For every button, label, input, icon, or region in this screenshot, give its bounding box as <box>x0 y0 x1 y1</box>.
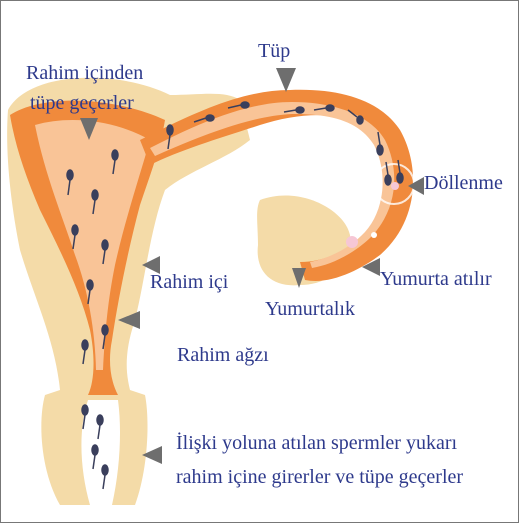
sperm-cell <box>283 106 305 114</box>
sperm-cell <box>111 149 119 175</box>
arrow-yumurta-atilir <box>362 258 380 276</box>
arrow-rahim-ici <box>142 256 160 274</box>
sperm-cell <box>227 101 250 109</box>
label-tup: Tüp <box>258 40 291 62</box>
label-dollenme: Döllenme <box>424 172 503 194</box>
egg-cell <box>346 236 358 248</box>
label-yumurtalik: Yumurtalık <box>265 298 355 320</box>
sperm-cell <box>313 104 335 112</box>
label-rahim-icinden: Rahim içinden <box>26 62 144 84</box>
label-iliski-line1: İlişki yoluna atılan spermler yukarı <box>176 432 458 454</box>
sperm-cell <box>66 169 74 196</box>
pointer-arrows <box>80 68 424 464</box>
uterus-cavity <box>35 120 150 370</box>
label-tupe-gecerler: tüpe geçerler <box>30 92 134 114</box>
sperm-cell <box>81 404 89 430</box>
sperm-cell <box>384 161 392 186</box>
sperm-cell <box>193 114 215 123</box>
sperm-cell <box>101 239 109 265</box>
arrow-yumurtalik <box>292 268 306 288</box>
sperm-cells <box>66 101 404 490</box>
sperm-cell <box>91 444 99 470</box>
egg-cell <box>371 232 377 238</box>
sperm-cell <box>101 464 109 490</box>
sperm-cell <box>101 324 109 350</box>
sperm-cell <box>166 124 174 150</box>
sperm-cell <box>91 189 99 215</box>
arrow-rahim-agzi <box>118 311 140 329</box>
fallopian-tube <box>140 89 414 281</box>
egg-cell <box>391 182 399 190</box>
sperm-cell <box>347 109 364 125</box>
sperm-cell <box>96 414 104 440</box>
sperm-cell <box>71 224 79 250</box>
label-rahim-agzi: Rahim ağzı <box>177 344 269 366</box>
label-rahim-ici: Rahim içi <box>150 271 229 293</box>
sperm-cell <box>81 339 89 365</box>
arrow-dollenme <box>408 177 424 195</box>
label-iliski-line2: rahim içine girerler ve tüpe geçerler <box>176 466 464 488</box>
arrow-iliski <box>142 446 162 464</box>
label-yumurta-atilir: Yumurta atılır <box>380 268 492 290</box>
arrow-tup <box>276 68 296 92</box>
sperm-cell <box>86 279 94 305</box>
sperm-cell <box>376 131 384 156</box>
sperm-cell <box>396 159 404 184</box>
arrow-rahim-icinden <box>80 118 98 140</box>
